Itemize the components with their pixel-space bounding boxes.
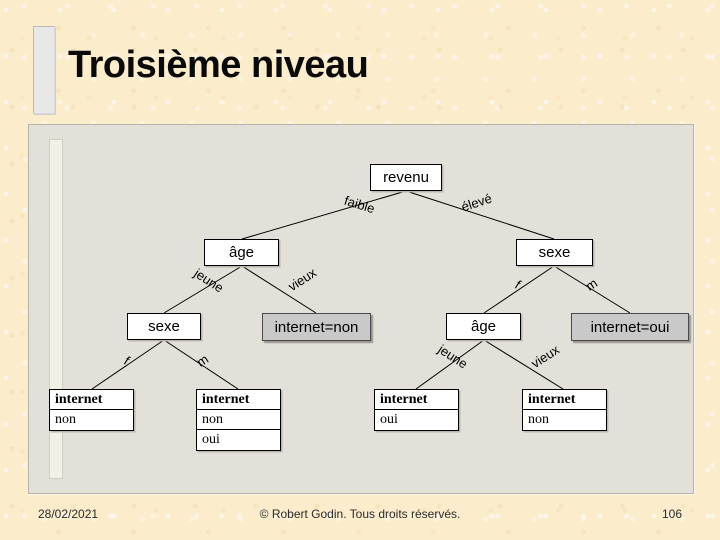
- tree-edge: [163, 265, 243, 314]
- tree-node-age-left: âge: [204, 239, 279, 266]
- relation-table-row: non: [55, 412, 76, 427]
- relation-table: internet non: [522, 389, 607, 431]
- tree-edge: [163, 339, 239, 390]
- relation-table: internet oui: [374, 389, 459, 431]
- footer-page-number: 106: [661, 507, 682, 521]
- relation-table-row: oui: [202, 432, 220, 447]
- tree-edge: [553, 265, 631, 314]
- relation-table-header: internet: [50, 390, 133, 410]
- relation-table-row: non: [197, 410, 280, 430]
- tree-node-revenu: revenu: [370, 164, 442, 191]
- tree-node-label: sexe: [148, 318, 180, 335]
- tree-node-internet-non: internet=non: [262, 313, 371, 341]
- page-title: Troisième niveau: [68, 44, 369, 86]
- tree-edge: [415, 339, 485, 390]
- tree-edge: [241, 190, 407, 240]
- relation-table-header: internet: [197, 390, 280, 410]
- tree-edge: [483, 265, 555, 314]
- tree-node-sexe-right: sexe: [516, 239, 593, 266]
- tree-edge: [483, 339, 564, 390]
- relation-table-header: internet: [523, 390, 606, 410]
- tree-edge: [405, 190, 555, 240]
- tree-node-label: revenu: [383, 169, 429, 186]
- tree-node-label: internet=non: [274, 318, 359, 336]
- slide-footer: 28/02/2021 © Robert Godin. Tous droits r…: [0, 498, 720, 540]
- tree-edge: [91, 339, 165, 390]
- tree-node-sexe-left: sexe: [127, 313, 201, 340]
- relation-table: internet non: [49, 389, 134, 431]
- tree-node-label: âge: [470, 318, 497, 335]
- relation-table-row: oui: [380, 412, 398, 427]
- relation-table-row: non: [528, 412, 549, 427]
- tree-edge: [241, 265, 317, 314]
- tree-node-label: internet=oui: [590, 318, 670, 336]
- tree-node-label: sexe: [538, 244, 571, 261]
- tree-node-age-right: âge: [446, 313, 521, 340]
- tree-edges: [91, 190, 631, 390]
- footer-copyright: © Robert Godin. Tous droits réservés.: [259, 507, 461, 521]
- relation-table-header: internet: [375, 390, 458, 410]
- footer-date: 28/02/2021: [38, 507, 99, 521]
- tree-node-internet-oui: internet=oui: [571, 313, 689, 341]
- tree-node-label: âge: [228, 244, 255, 261]
- title-accent-bar: [33, 26, 55, 114]
